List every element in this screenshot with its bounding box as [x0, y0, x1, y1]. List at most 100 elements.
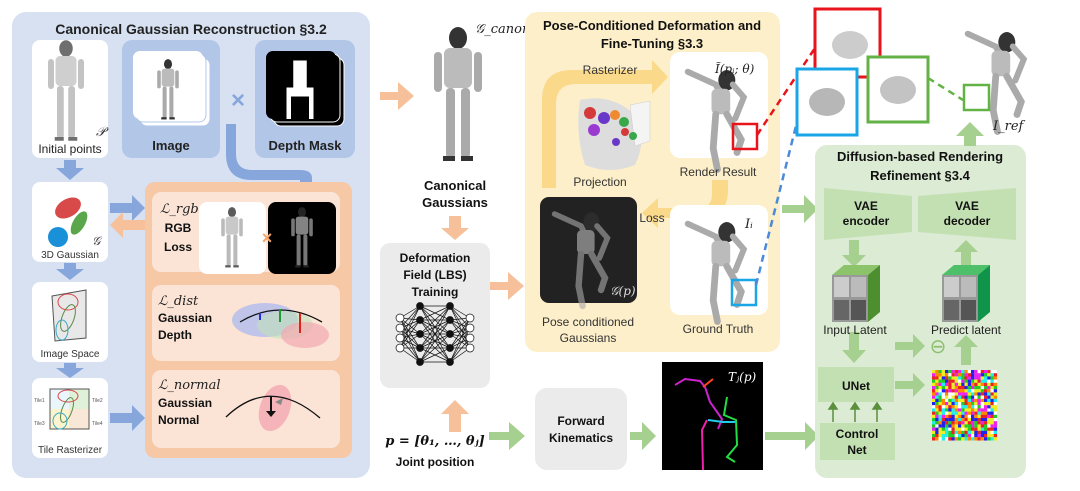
nn-node: [465, 323, 475, 333]
deformation-label: Field (LBS): [403, 268, 466, 282]
green-arrow: [489, 422, 525, 450]
loss-label: Loss: [639, 211, 664, 225]
forward-kinematics-label: Forward: [557, 414, 604, 428]
initial-points-card: 𝒫 Initial points: [32, 40, 109, 158]
minus-icon: ⊖: [930, 336, 947, 358]
multiply-icon: ×: [262, 228, 273, 248]
orange-arrow: [380, 82, 414, 110]
3d-gaussian-label: 3D Gaussian: [41, 250, 99, 261]
rgb-loss-label: Loss: [164, 240, 192, 254]
vae-decoder-label: VAE: [955, 199, 979, 213]
multiply-icon: ×: [231, 87, 245, 114]
nn-node: [416, 330, 424, 338]
tile-label: Tile1: [34, 398, 45, 404]
tile-label: Tile2: [92, 398, 103, 404]
nn-node: [465, 313, 475, 323]
canonical-gaussians-label: Gaussians: [422, 195, 488, 210]
render-symbol: Ĩ(pᵢ; θ): [714, 61, 755, 76]
nn-node: [446, 330, 454, 338]
nn-node: [465, 343, 475, 353]
depth-mask-label: Depth Mask: [269, 138, 343, 153]
gt-symbol: Iᵢ: [744, 217, 753, 232]
pose-conditioned-label: Gaussians: [560, 331, 617, 345]
ground-truth-card: Iᵢ: [670, 205, 768, 322]
orange-arrow: [441, 216, 469, 240]
ref-symbol: I_ref: [992, 119, 1026, 134]
image-space-label: Image Space: [41, 349, 100, 360]
render-result-card: Ĩ(pᵢ; θ): [670, 52, 768, 170]
control-arrows: [827, 401, 883, 422]
pose-panel-title: Pose-Conditioned Deformation and: [543, 18, 761, 33]
unet-label: UNet: [842, 379, 870, 393]
nn-node: [446, 302, 454, 310]
gt-zoom-box: [730, 278, 758, 307]
image-card: Image: [122, 40, 220, 158]
unet-box: [818, 367, 894, 402]
nn-node: [416, 358, 424, 366]
neural-network-icon: [395, 302, 475, 366]
red-callout-line: [755, 47, 817, 136]
green-arrows: [842, 240, 978, 397]
pose-panel-title: Fine-Tuning §3.3: [601, 36, 703, 51]
rgb-loss-card: ℒ_rgb RGB Loss ×: [152, 192, 340, 274]
blue-arrows: [56, 124, 320, 431]
vae-encoder-label: encoder: [843, 214, 890, 228]
nn-node: [416, 302, 424, 310]
rasterizer-label: Rasterizer: [583, 63, 638, 77]
forward-kinematics-label: Kinematics: [549, 431, 613, 445]
orange-back-arrow: [110, 212, 145, 238]
refined-robot-image: [968, 32, 1024, 131]
gp-symbol: 𝒢(p): [610, 284, 636, 298]
depth-loss-label: Depth: [158, 328, 192, 342]
vae-encoder-label: VAE: [854, 199, 878, 213]
tile-label: Tile3: [34, 421, 45, 427]
deformation-label: Deformation: [400, 251, 471, 265]
normal-loss-label: Normal: [158, 413, 199, 427]
depth-mask-card: Depth Mask: [255, 40, 355, 158]
deformation-label: Training: [412, 285, 459, 299]
predict-latent-cube: [942, 265, 990, 322]
nn-node: [395, 313, 405, 323]
ref-zoom-box: [962, 83, 991, 112]
green-arrow: [765, 422, 819, 450]
render-zoom-box: [731, 122, 759, 151]
nn-node: [395, 343, 405, 353]
normal-loss-card: ℒ_normal Gaussian Normal: [152, 370, 340, 448]
controlnet-box: [820, 423, 895, 460]
normal-loss-symbol: ℒ_normal: [158, 378, 221, 393]
diffusion-panel-title: Refinement §3.4: [870, 168, 970, 183]
initial-points-label: Initial points: [38, 142, 101, 156]
normal-loss-label: Gaussian: [158, 396, 212, 410]
deformation-field-box: Deformation Field (LBS) Training: [380, 243, 490, 388]
blue-callout-line: [754, 109, 802, 286]
input-latent-label: Input Latent: [823, 323, 887, 337]
nn-node: [416, 344, 424, 352]
canonical-robot-image: [434, 27, 482, 161]
rasterizer-arrow: [542, 60, 668, 188]
nn-node: [395, 333, 405, 343]
forward-kinematics-box: [535, 388, 627, 470]
orange-arrow: [490, 272, 524, 300]
projection-sphere: [578, 98, 651, 170]
input-latent-cube: [832, 265, 880, 322]
skeleton-symbol: Tⱼ(p): [728, 370, 757, 384]
green-arrow: [956, 122, 984, 146]
tile-rasterizer-card: Tile1 Tile2 Tile3 Tile4 Tile Rasterizer: [32, 378, 108, 458]
canonical-panel-title: Canonical Gaussian Reconstruction §3.2: [55, 21, 327, 37]
depth-loss-label: Gaussian: [158, 311, 212, 325]
green-arrow: [630, 422, 656, 450]
tile-label: Tile4: [92, 421, 103, 427]
pose-conditioned-gaussians-image: 𝒢(p): [540, 197, 637, 306]
vae-decoder: [918, 188, 1016, 240]
nn-node: [416, 316, 424, 324]
ground-truth-label: Ground Truth: [683, 322, 754, 336]
depth-loss-card: ℒ_dist Gaussian Depth: [152, 285, 340, 361]
nn-node: [395, 323, 405, 333]
depth-loss-symbol: ℒ_dist: [158, 294, 199, 309]
vae-encoder: [824, 188, 912, 240]
noise-image: [932, 370, 998, 441]
green-arrow: [782, 195, 818, 223]
nn-node: [465, 333, 475, 343]
controlnet-label: Net: [847, 443, 866, 457]
